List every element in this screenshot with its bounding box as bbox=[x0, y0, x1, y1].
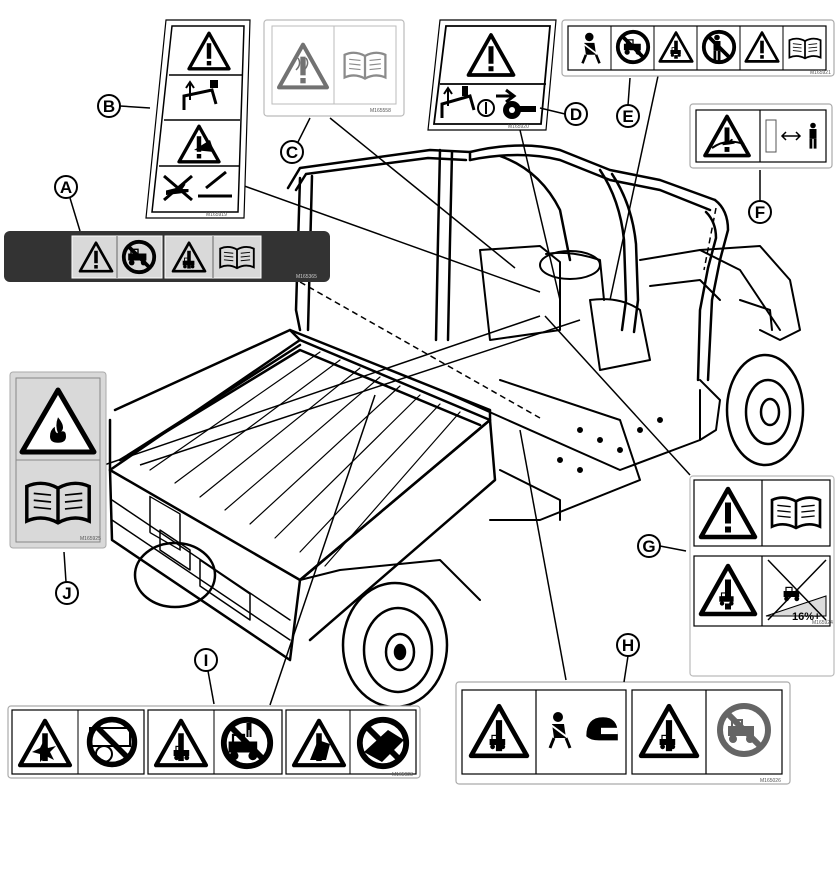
cargo-box bbox=[108, 328, 497, 662]
decal-h: M165026 bbox=[455, 681, 791, 785]
decal-a: M165365 bbox=[4, 231, 330, 282]
leader-lines bbox=[103, 75, 717, 706]
decal-i: M165923 bbox=[7, 705, 421, 779]
rear-wheel-left bbox=[133, 541, 217, 609]
rear-fender bbox=[299, 559, 481, 601]
hot-surface-warning-icon bbox=[279, 45, 327, 88]
callout-e: E bbox=[616, 77, 640, 128]
callout-d: D bbox=[539, 102, 588, 126]
svg-text:B: B bbox=[103, 97, 115, 116]
chassis bbox=[439, 379, 701, 521]
callout-j: J bbox=[55, 551, 79, 605]
fire-explosion-warning-icon bbox=[20, 721, 70, 765]
no-sharp-turns-icon bbox=[360, 720, 406, 766]
decal-h-part-number: M165026 bbox=[760, 778, 781, 784]
decal-b-part-number: M165919 bbox=[206, 212, 227, 218]
no-steep-slope-icon: 16%+ bbox=[765, 559, 827, 623]
decal-d-part-number: M165920 bbox=[508, 124, 529, 130]
svg-text:D: D bbox=[570, 105, 582, 124]
no-open-flame-icon bbox=[90, 720, 135, 765]
decal-g-part-number: M165924 bbox=[812, 620, 833, 626]
crush-hazard-icon bbox=[177, 124, 221, 164]
svg-text:H: H bbox=[622, 636, 634, 655]
remove-key-icon bbox=[477, 88, 536, 119]
decal-f bbox=[689, 103, 833, 169]
svg-text:C: C bbox=[286, 143, 298, 162]
tilt-box-icon bbox=[440, 86, 476, 118]
seats bbox=[479, 245, 781, 371]
decal-b: M165919 bbox=[145, 19, 251, 219]
fire-warning-icon bbox=[19, 387, 97, 455]
decal-e: M165921 bbox=[561, 19, 835, 77]
callout-h: H bbox=[616, 633, 640, 683]
decal-d: M165920 bbox=[427, 19, 557, 131]
decal-g: 16%+ M165924 bbox=[689, 475, 835, 677]
decal-c-part-number: M165558 bbox=[370, 108, 391, 114]
callout-f: F bbox=[748, 170, 772, 224]
rops-frame bbox=[286, 144, 730, 382]
callout-i: I bbox=[194, 648, 218, 705]
decal-j-part-number: M165925 bbox=[80, 536, 101, 542]
front-wheel bbox=[725, 353, 805, 467]
svg-text:G: G bbox=[642, 537, 655, 556]
tip-over-warning-icon bbox=[294, 721, 344, 765]
entanglement-warning-icon bbox=[705, 116, 749, 155]
no-hands-under-box-icon bbox=[163, 170, 232, 202]
slope-grade-label: 16%+ bbox=[792, 611, 820, 623]
decal-a-part-number: M165365 bbox=[296, 274, 317, 280]
keep-distance-icon bbox=[765, 119, 817, 153]
rear-wheel-right bbox=[341, 581, 449, 709]
cargo-box-lock-icon bbox=[182, 80, 218, 110]
utility-vehicle-illustration bbox=[108, 144, 805, 709]
svg-text:J: J bbox=[62, 584, 71, 603]
decal-i-part-number: M165923 bbox=[392, 772, 413, 778]
callout-b: B bbox=[97, 94, 151, 118]
svg-text:F: F bbox=[755, 203, 765, 222]
callout-a: A bbox=[54, 175, 81, 232]
svg-text:E: E bbox=[622, 107, 633, 126]
svg-text:I: I bbox=[204, 651, 209, 670]
callout-c: C bbox=[280, 117, 311, 164]
decal-c: M165558 bbox=[263, 19, 405, 117]
decal-j: M165925 bbox=[9, 371, 107, 549]
svg-text:A: A bbox=[60, 178, 72, 197]
hood bbox=[699, 245, 801, 441]
callout-g: G bbox=[637, 534, 687, 558]
decal-e-part-number: M165921 bbox=[810, 70, 831, 76]
